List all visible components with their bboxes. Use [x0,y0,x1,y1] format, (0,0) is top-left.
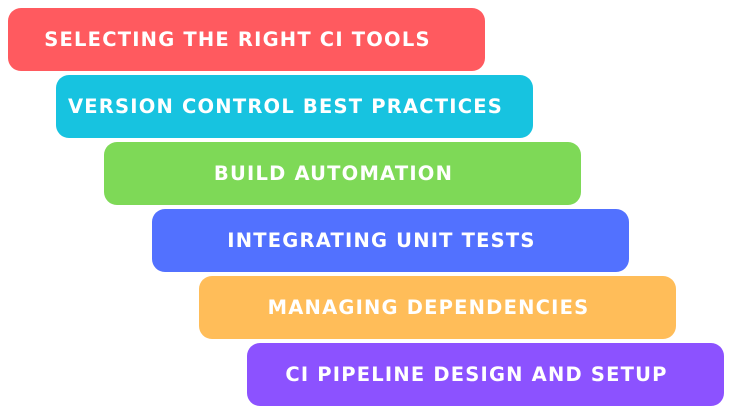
step-label: SELECTING THE RIGHT CI TOOLS [44,28,431,51]
step-label: CI PIPELINE DESIGN AND SETUP [285,363,668,386]
step-unit-tests: INTEGRATING UNIT TESTS [152,209,629,272]
step-label: MANAGING DEPENDENCIES [267,296,590,319]
step-ci-pipeline: CI PIPELINE DESIGN AND SETUP [247,343,724,406]
step-label: INTEGRATING UNIT TESTS [227,229,536,252]
step-selecting-ci-tools: SELECTING THE RIGHT CI TOOLS [8,8,485,71]
step-label: BUILD AUTOMATION [213,162,454,185]
step-build-automation: BUILD AUTOMATION [104,142,581,205]
step-version-control: VERSION CONTROL BEST PRACTICES [56,75,533,138]
step-label: VERSION CONTROL BEST PRACTICES [68,95,503,118]
step-managing-dependencies: MANAGING DEPENDENCIES [199,276,676,339]
